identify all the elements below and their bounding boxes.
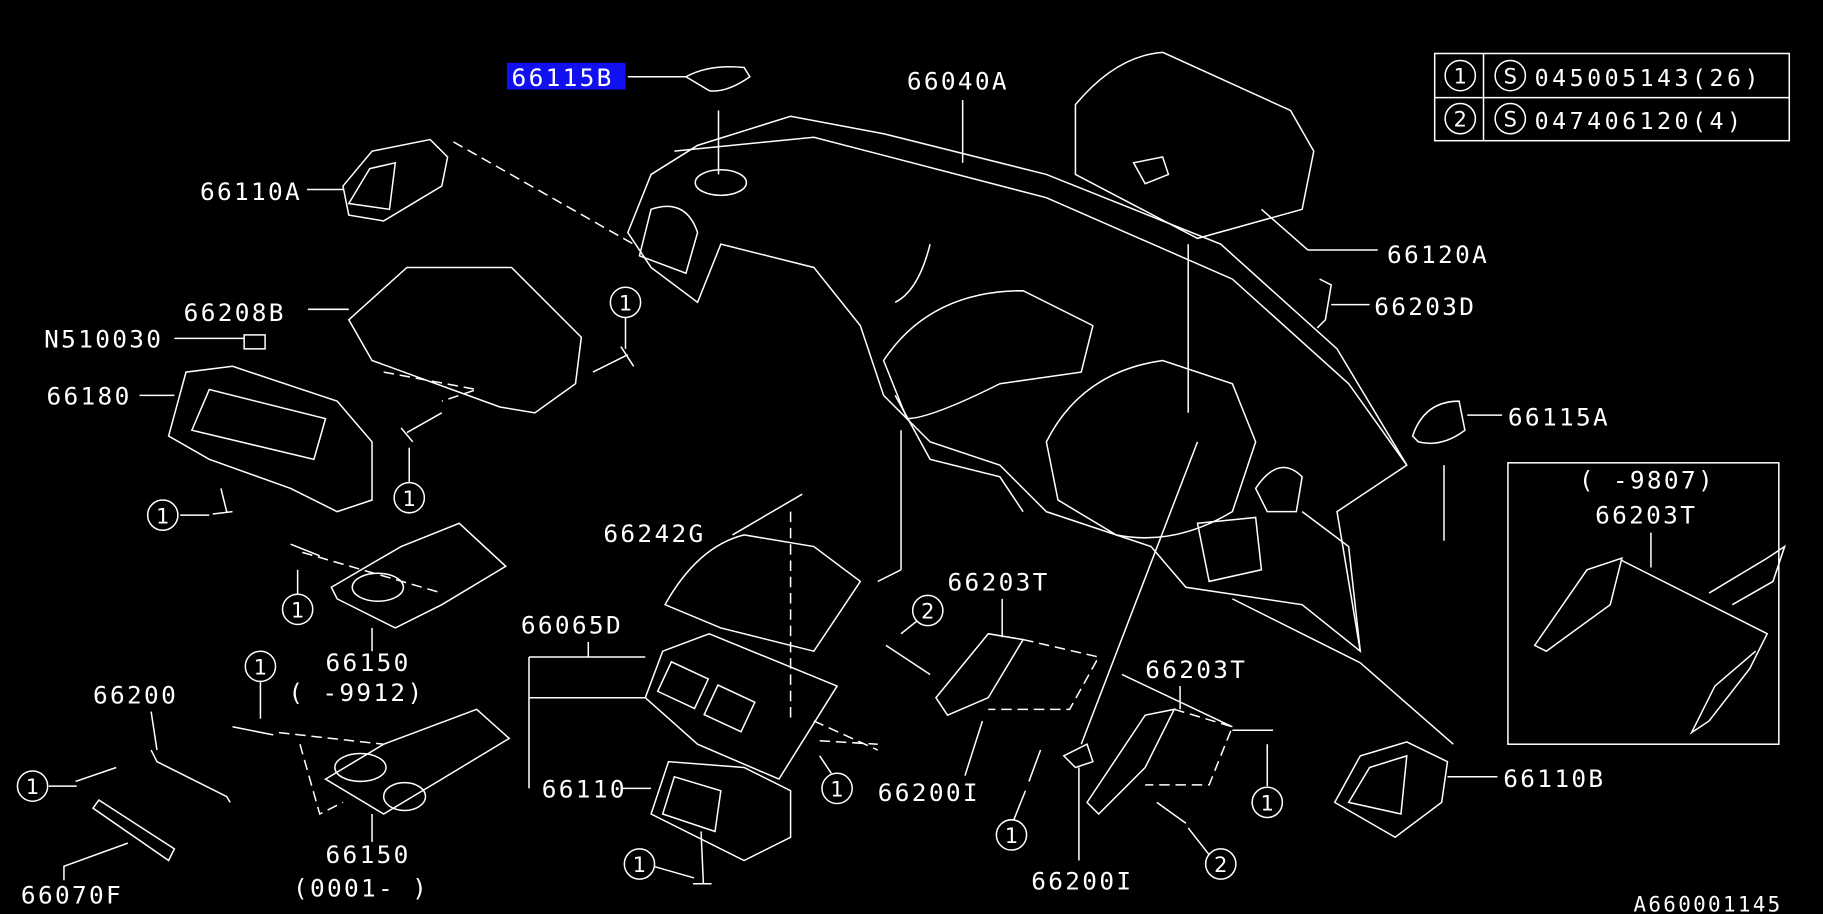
part-label-66203T[interactable]: 66203T [948,568,1050,597]
callout-1[interactable]: 1 [146,499,179,532]
callout-1[interactable]: 1 [623,848,656,880]
part-label-66040A[interactable]: 66040A [907,67,1009,96]
svg-text:2: 2 [1454,108,1467,132]
svg-text:S: S [1504,108,1517,132]
fastener-2-part: 047406120(4) [1535,108,1745,135]
part-label-66115A[interactable]: 66115A [1508,403,1610,432]
callout-1[interactable]: 1 [821,772,853,805]
svg-text:1: 1 [1261,792,1274,816]
svg-text:1: 1 [1454,65,1467,89]
part-label-66208B[interactable]: 66208B [184,298,286,327]
inset-variant-box: ( -9807) 66203T [1507,462,1787,745]
inset-range-label: ( -9807) [1579,465,1715,494]
svg-text:1: 1 [403,487,416,511]
callout-1[interactable]: 1 [393,481,426,514]
part-label-66110A[interactable]: 66110A [200,177,302,206]
callout-1[interactable]: 1 [16,770,49,802]
inset-part-label[interactable]: 66203T [1595,500,1697,529]
selected-label-highlight [506,62,626,90]
svg-text:1: 1 [619,291,632,315]
svg-text:2: 2 [1214,853,1227,877]
part-label-66200I[interactable]: 66200I [1031,867,1133,896]
callout-1[interactable]: 1 [244,650,277,683]
svg-text:S: S [1504,65,1517,89]
part-label-66150[interactable]: 66150 [326,840,411,869]
part-label-66200[interactable]: 66200 [93,681,178,710]
callout-2[interactable]: 2 [911,594,944,627]
callout-1[interactable]: 1 [995,819,1028,851]
svg-text:1: 1 [633,853,646,877]
part-label-66110B[interactable]: 66110B [1503,764,1605,793]
instrument-panel-drawing [48,51,1503,885]
fastener-table: 1 S 045005143(26) 2 S 047406120(4) [1433,52,1791,142]
svg-text:1: 1 [830,778,843,802]
part-label-66180[interactable]: 66180 [47,382,132,411]
svg-text:1: 1 [1005,824,1018,848]
part-label-66150[interactable]: 66150 [326,648,411,677]
svg-text:1: 1 [254,655,267,679]
part-range-label: ( -9912) [288,678,424,707]
part-label-66120A[interactable]: 66120A [1387,240,1489,269]
part-label-66200I[interactable]: 66200I [878,778,980,807]
fastener-1-part: 045005143(26) [1535,65,1762,92]
callout-1[interactable]: 1 [1251,786,1284,819]
callout-2[interactable]: 2 [1204,848,1237,880]
part-label-66242G[interactable]: 66242G [603,519,705,548]
svg-text:1: 1 [156,504,169,528]
part-labels: 66115B 66040A 66110A 66208B N510030 6618… [21,63,1782,914]
callout-1[interactable]: 1 [281,593,314,626]
svg-text:2: 2 [921,600,934,624]
part-label-66110[interactable]: 66110 [542,775,627,804]
part-label-66203D[interactable]: 66203D [1374,292,1476,321]
svg-text:1: 1 [291,598,304,622]
fastener-callouts: 1 1 1 1 1 1 1 1 1 1 2 2 [16,286,1284,880]
part-label-66203T[interactable]: 66203T [1145,655,1247,684]
callout-1[interactable]: 1 [609,286,642,319]
part-range-label: (0001- ) [293,874,429,903]
part-label-66065D[interactable]: 66065D [521,611,623,640]
part-label-66070F[interactable]: 66070F [21,881,123,910]
part-label-66115B[interactable]: 66115B [512,63,614,92]
svg-text:1: 1 [26,775,39,799]
part-label-N510030[interactable]: N510030 [44,325,163,354]
diagram-id: A660001145 [1633,893,1782,914]
